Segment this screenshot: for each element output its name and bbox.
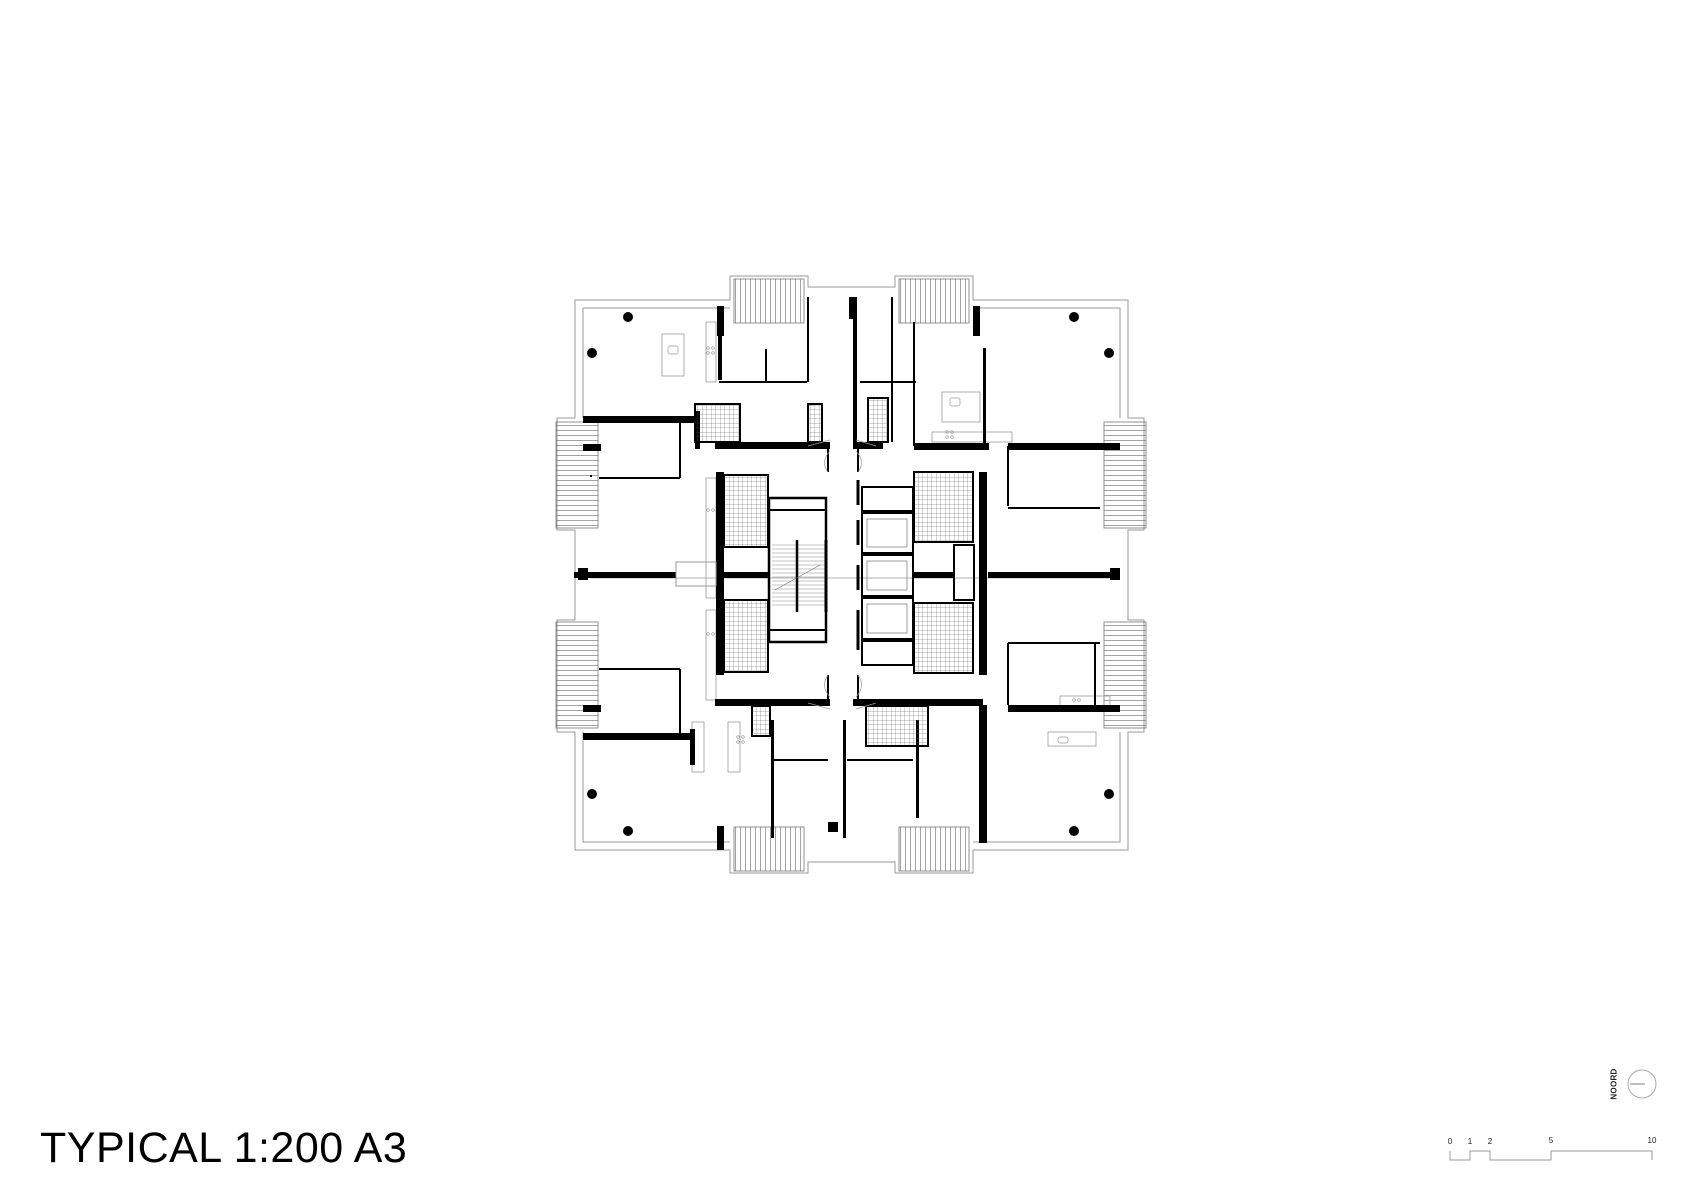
scale-bar xyxy=(1449,1150,1653,1161)
partitions xyxy=(599,297,1100,761)
columns xyxy=(587,312,1114,836)
walls xyxy=(574,297,1120,850)
elevator-3 xyxy=(861,597,914,640)
north-arrow-icon xyxy=(1627,1069,1657,1099)
balcony-right-upper xyxy=(1103,421,1147,529)
balcony-bottom-left xyxy=(733,826,805,872)
north-label: NOORD xyxy=(1609,1068,1619,1100)
scale-tick-10: 10 xyxy=(1647,1136,1657,1145)
kitchen-fixtures xyxy=(667,345,1081,744)
scale-tick-0: 0 xyxy=(1447,1137,1453,1146)
scale-tick-5: 5 xyxy=(1548,1136,1554,1145)
drawing-title: TYPICAL 1:200 A3 xyxy=(40,1124,408,1172)
balcony-right-lower xyxy=(1103,621,1147,729)
elevator-1 xyxy=(861,512,914,554)
balconies xyxy=(555,278,1147,872)
slab-outline xyxy=(556,275,1145,874)
balcony-top-left xyxy=(733,278,805,324)
core xyxy=(675,449,975,699)
door-swings xyxy=(807,439,877,710)
scale-tick-1: 1 xyxy=(1467,1137,1473,1146)
balcony-top-right xyxy=(898,278,970,324)
thin-lines xyxy=(590,321,1112,773)
elevator-2 xyxy=(861,554,914,597)
balcony-left-lower xyxy=(555,621,599,729)
balcony-bottom-right xyxy=(898,826,970,872)
scale-tick-2: 2 xyxy=(1487,1137,1493,1146)
stair-treads xyxy=(772,544,826,606)
elevators xyxy=(861,512,914,640)
